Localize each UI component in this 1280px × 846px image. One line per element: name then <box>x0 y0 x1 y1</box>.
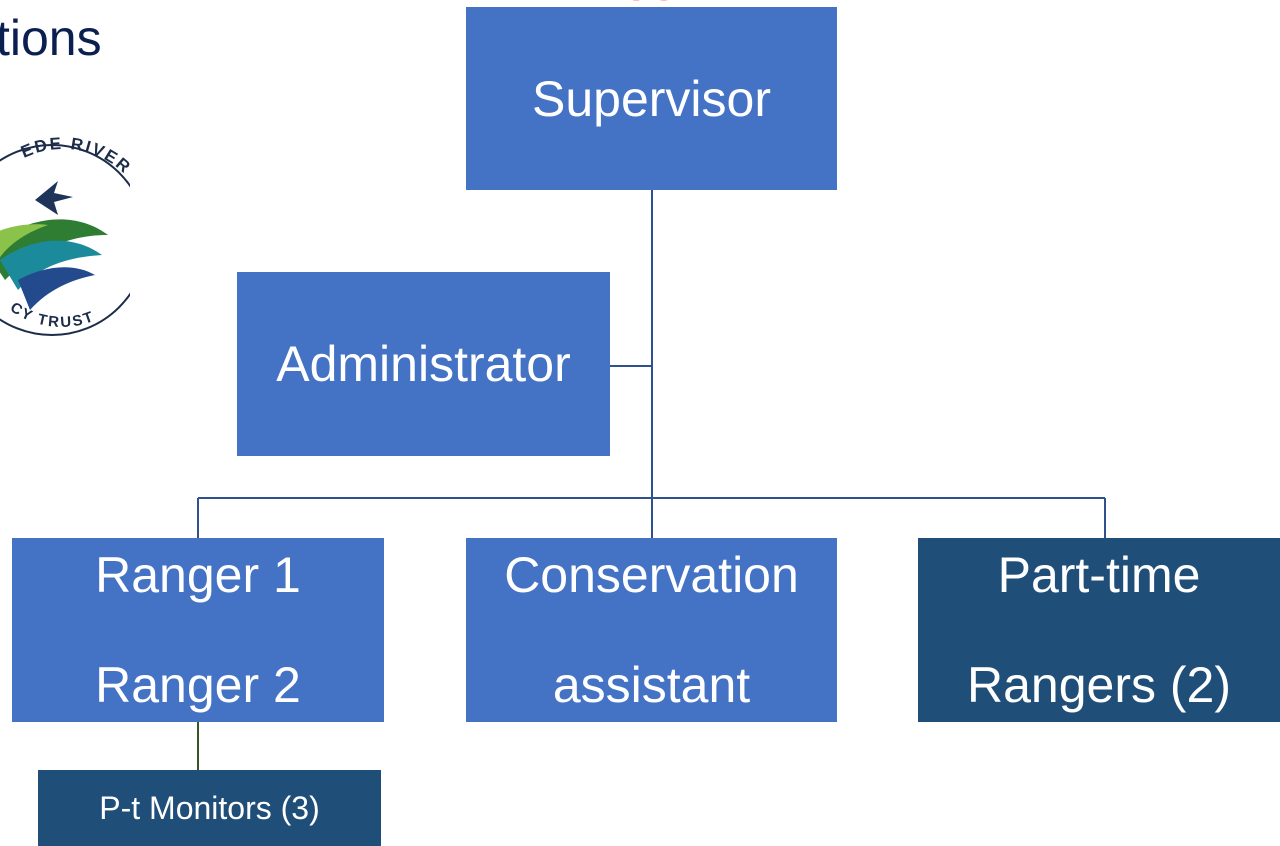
part-time-label: Part-time <box>997 547 1201 603</box>
ranger-1-label: Ranger 1 <box>95 547 301 603</box>
supervisor-label: Supervisor <box>532 70 771 127</box>
conservation-assistant-box: Conservation assistant <box>466 538 837 722</box>
administrator-label: Administrator <box>276 336 571 392</box>
monitors-box: P-t Monitors (3) <box>38 770 381 846</box>
administrator-box: Administrator <box>237 272 610 456</box>
part-time-rangers-box: Part-time Rangers (2) <box>918 538 1280 722</box>
monitors-label: P-t Monitors (3) <box>99 789 320 826</box>
conservation-label: Conservation <box>504 547 799 603</box>
supervisor-box: Supervisor <box>466 7 837 190</box>
ranger-2-label: Ranger 2 <box>95 657 301 713</box>
ranger-box: Ranger 1 Ranger 2 <box>12 538 384 722</box>
assistant-label: assistant <box>552 657 751 713</box>
rangers-count-label: Rangers (2) <box>967 657 1231 713</box>
slide-title: tions <box>0 10 102 66</box>
trust-logo: EDE RIVER CY TRUST <box>0 85 130 365</box>
trust-logo-icon: EDE RIVER CY TRUST <box>0 134 130 336</box>
